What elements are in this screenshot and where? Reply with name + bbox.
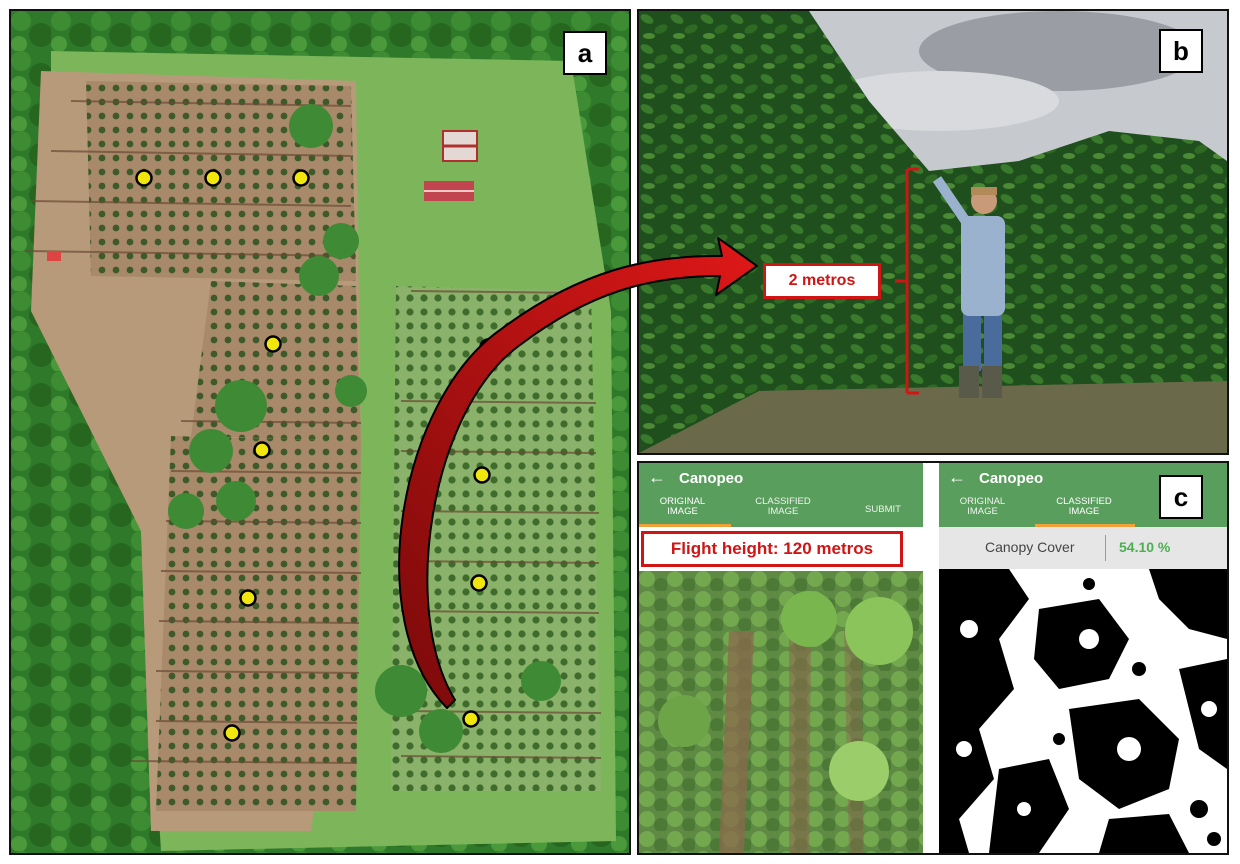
- panel-a-aerial-view: a: [9, 9, 631, 855]
- sample-point: [292, 169, 310, 187]
- canopeo-screen-original: ← Canopeo ORIGINAL IMAGE CLASSIFIED IMAG…: [639, 463, 923, 853]
- panel-c-canopeo-app: ← Canopeo ORIGINAL IMAGE CLASSIFIED IMAG…: [637, 461, 1229, 855]
- sample-point: [253, 441, 271, 459]
- panel-label-c: c: [1159, 475, 1203, 519]
- active-tab-indicator: [639, 524, 731, 527]
- canopy-cover-value: 54.10 %: [1119, 539, 1171, 555]
- panel-b-field-photo: 2 metros b: [637, 9, 1229, 455]
- canopy-cover-label: Canopy Cover: [985, 539, 1075, 555]
- tab-classified-image[interactable]: CLASSIFIED IMAGE: [755, 496, 811, 517]
- sample-point: [264, 335, 282, 353]
- height-bracket: [895, 167, 919, 395]
- drone-original-image: [639, 571, 923, 853]
- flight-height-annotation: Flight height: 120 metros: [641, 531, 903, 567]
- sample-point: [223, 724, 241, 742]
- sample-point: [135, 169, 153, 187]
- coffee-plants-photo: [639, 11, 1227, 453]
- aerial-plot-image: [11, 11, 629, 853]
- sample-point: [204, 169, 222, 187]
- app-header: ← Canopeo ORIGINAL IMAGE CLASSIFIED IMAG…: [639, 463, 923, 527]
- screen-divider: [923, 463, 939, 853]
- sample-point: [239, 589, 257, 607]
- canopeo-screen-classified: ← Canopeo ORIGINAL IMAGE CLASSIFIED IMAG…: [939, 463, 1227, 853]
- canopy-cover-bar: Canopy Cover 54.10 %: [939, 527, 1227, 569]
- active-tab-indicator: [1035, 524, 1135, 527]
- sample-point: [470, 574, 488, 592]
- back-arrow-icon[interactable]: ←: [648, 467, 666, 487]
- canopy-cover-divider: [1105, 535, 1106, 561]
- sample-point: [473, 466, 491, 484]
- app-title: Canopeo: [679, 470, 744, 487]
- back-arrow-icon[interactable]: ←: [948, 467, 966, 487]
- panel-label-a: a: [563, 31, 607, 75]
- panel-label-b: b: [1159, 29, 1203, 73]
- person-figure: [932, 176, 1005, 398]
- app-title: Canopeo: [979, 470, 1044, 487]
- tab-original-image[interactable]: ORIGINAL IMAGE: [659, 496, 706, 517]
- tab-classified-image[interactable]: CLASSIFIED IMAGE: [1056, 496, 1112, 517]
- tab-submit[interactable]: SUBMIT: [865, 504, 901, 515]
- tab-original-image[interactable]: ORIGINAL IMAGE: [959, 496, 1006, 517]
- height-annotation: 2 metros: [763, 263, 881, 299]
- sample-point: [479, 338, 497, 356]
- sample-point: [462, 710, 480, 728]
- classified-binary-image: [939, 569, 1227, 853]
